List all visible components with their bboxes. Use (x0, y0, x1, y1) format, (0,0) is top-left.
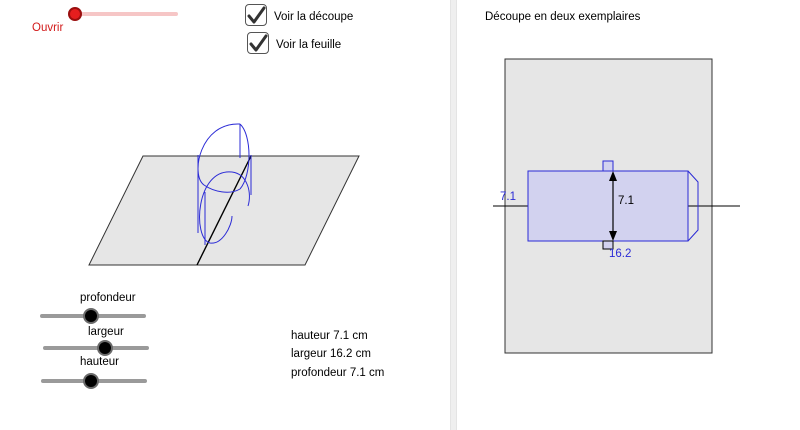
left-dimension-label: 7.1 (500, 191, 516, 203)
height-readout: hauteur 7.1 cm (291, 330, 368, 342)
right-panel-title: Découpe en deux exemplaires (485, 11, 641, 23)
cut-pattern-view[interactable] (457, 0, 800, 430)
width-slider-track[interactable] (43, 346, 149, 350)
3d-view[interactable] (0, 0, 450, 430)
open-slider-label: Ouvrir (32, 22, 64, 34)
panel-divider[interactable] (450, 0, 457, 430)
show-cut-label[interactable]: Voir la découpe (274, 11, 354, 23)
cut-shape (527, 160, 699, 250)
width-slider-label: largeur (88, 326, 124, 338)
height-slider-knob[interactable] (83, 373, 99, 389)
bottom-dimension-label: 16.2 (609, 248, 632, 260)
show-sheet-checkbox[interactable] (247, 32, 269, 54)
popup-cylinder (197, 123, 252, 245)
width-slider-knob[interactable] (97, 340, 113, 356)
depth-slider-knob[interactable] (83, 308, 99, 324)
checkmark-icon (249, 34, 268, 52)
height-slider-label: hauteur (80, 356, 120, 368)
fold-line (196, 155, 252, 266)
arrow-dimension-label: 7.1 (618, 195, 634, 207)
show-cut-checkbox[interactable] (245, 4, 267, 26)
open-slider-track[interactable] (74, 12, 178, 16)
open-slider-knob[interactable] (68, 7, 82, 21)
depth-readout: profondeur 7.1 cm (291, 367, 385, 379)
show-sheet-label[interactable]: Voir la feuille (276, 39, 342, 51)
depth-slider-label: profondeur (80, 292, 136, 304)
checkmark-icon (247, 6, 266, 24)
width-readout: largeur 16.2 cm (291, 348, 371, 360)
height-arrow (609, 171, 617, 241)
